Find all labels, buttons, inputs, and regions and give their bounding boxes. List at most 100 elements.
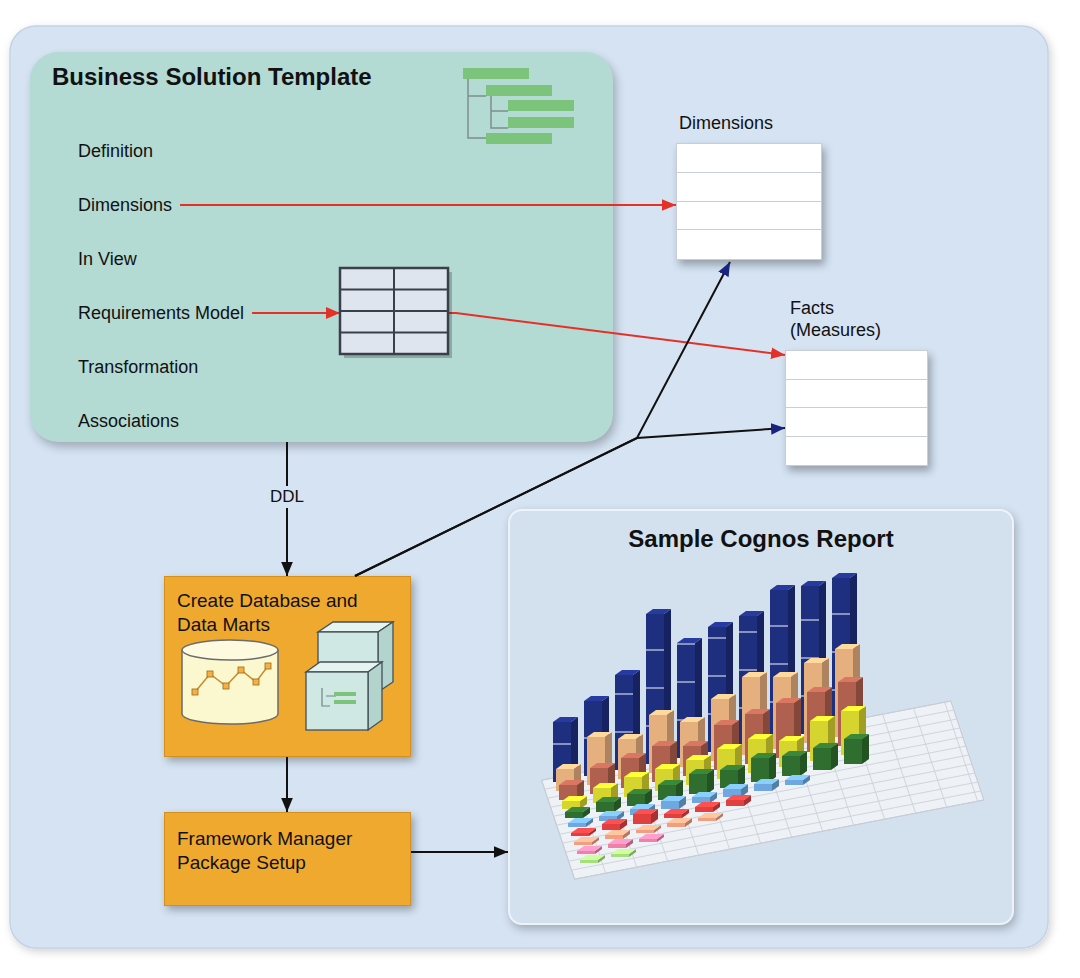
bar-top xyxy=(773,672,798,677)
bar-top xyxy=(587,732,612,737)
table-row xyxy=(677,202,821,231)
bar-segment xyxy=(832,613,850,614)
bar-front xyxy=(602,824,620,830)
bar-front xyxy=(844,739,862,764)
bar xyxy=(754,779,779,791)
bar-top xyxy=(698,813,723,818)
bar-top xyxy=(584,696,609,701)
list-item: In View xyxy=(78,248,145,270)
bar-top xyxy=(711,694,736,699)
bar-top xyxy=(714,720,739,725)
bar-top xyxy=(677,638,702,643)
bar-front xyxy=(611,854,629,857)
bar-front xyxy=(571,833,589,836)
bar-top xyxy=(770,585,795,590)
data-mart-icon xyxy=(306,622,393,730)
label-text: Requirements Model xyxy=(78,302,244,324)
tree-icon xyxy=(463,68,574,144)
table-row xyxy=(786,408,927,437)
bar-front xyxy=(568,823,586,827)
bar-segment xyxy=(770,663,788,664)
bar-top xyxy=(590,763,615,768)
outer-panel xyxy=(10,26,1048,948)
bar-top xyxy=(739,611,764,616)
bar-top xyxy=(835,644,860,649)
bar xyxy=(698,813,723,821)
bar-front xyxy=(698,818,716,821)
bar-front xyxy=(667,823,685,827)
table-row xyxy=(786,437,927,466)
bar-top xyxy=(754,779,779,784)
bar xyxy=(633,809,658,824)
bar xyxy=(565,807,590,818)
bar-segment xyxy=(615,693,633,694)
label-text: Dimensions xyxy=(679,112,822,134)
bar-front xyxy=(608,844,626,848)
grid-lines xyxy=(340,268,448,354)
bar-top xyxy=(639,834,664,839)
bar-top xyxy=(779,736,804,741)
bar-top xyxy=(708,622,733,627)
label-text: Dimensions xyxy=(78,194,172,216)
bar-top xyxy=(655,764,680,769)
bar-side xyxy=(769,753,776,782)
bar-segment xyxy=(553,743,571,744)
bar-top xyxy=(776,698,801,703)
floor-grid xyxy=(572,791,981,870)
bar-top xyxy=(618,734,643,739)
bar xyxy=(664,809,689,818)
bar xyxy=(602,819,627,830)
bar-segment xyxy=(646,649,664,650)
bar-top xyxy=(658,780,683,785)
bar xyxy=(726,795,751,806)
list-item: Transformation xyxy=(78,356,206,378)
database-icon xyxy=(182,640,278,724)
bar-segment xyxy=(708,637,726,638)
floor-grid xyxy=(569,782,978,861)
connector xyxy=(286,757,288,812)
bar xyxy=(568,818,593,827)
bar-top xyxy=(602,819,627,824)
cylinder-top xyxy=(182,640,278,660)
table-body xyxy=(785,350,928,466)
bar-front xyxy=(577,851,595,854)
list-item: Definition xyxy=(78,140,161,162)
cube-side xyxy=(368,662,382,730)
tree-bar xyxy=(508,117,574,128)
list-item: Associations xyxy=(78,410,187,432)
bar-top xyxy=(804,658,829,663)
bar xyxy=(667,818,692,827)
bar-top xyxy=(745,709,770,714)
connector xyxy=(411,851,508,853)
floor-grid xyxy=(883,714,916,813)
bar-top xyxy=(689,769,714,774)
label-text: Framework Manager Package Setup xyxy=(177,827,400,875)
table-row xyxy=(786,380,927,409)
bar-top xyxy=(627,789,652,794)
bar-top xyxy=(726,795,751,800)
cylinder-body xyxy=(182,650,278,724)
bar-front xyxy=(695,807,713,812)
bar-top xyxy=(841,706,866,711)
tree-bar xyxy=(508,100,574,111)
bar-top xyxy=(832,573,857,578)
bar-segment xyxy=(677,681,695,682)
bar xyxy=(689,769,714,794)
bar-side xyxy=(862,734,869,764)
bar-top xyxy=(621,753,646,758)
bar-top xyxy=(636,825,661,830)
bar xyxy=(574,837,599,845)
bar-top xyxy=(801,581,826,586)
bar xyxy=(577,846,602,854)
heading: Sample Cognos Report xyxy=(520,524,1002,554)
bar-top xyxy=(751,753,776,758)
bar-top xyxy=(630,804,655,809)
bar-top xyxy=(565,807,590,812)
bar-chart xyxy=(542,573,984,879)
bar xyxy=(782,751,807,776)
bar-top xyxy=(813,743,838,748)
bar-top xyxy=(683,741,708,746)
bar-top xyxy=(562,796,587,801)
